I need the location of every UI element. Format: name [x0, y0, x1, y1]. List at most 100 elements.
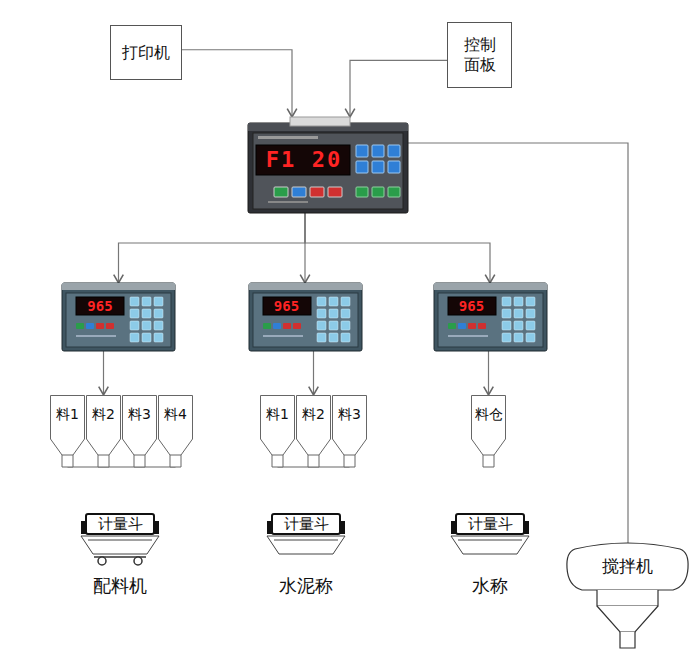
hopper-neck [98, 455, 109, 456]
scale-flange [523, 521, 529, 534]
mixer-body [597, 590, 658, 606]
key-button [388, 145, 400, 157]
key-button [142, 309, 151, 318]
machine-name: 配料机 [93, 575, 147, 596]
label-holder: 水泥称 [256, 574, 356, 598]
text-holder: 料仓 [471, 405, 506, 423]
material-hopper: 料1 [50, 395, 85, 470]
signal-line [119, 213, 306, 283]
key-button [154, 333, 163, 342]
mixer-outlet [620, 632, 635, 648]
display-reading: F1 [266, 147, 297, 172]
machine-name: 水称 [472, 575, 508, 596]
signal-line [350, 60, 447, 117]
key-button [96, 323, 104, 329]
device-box: 打印机 [110, 25, 182, 80]
signal-line [488, 351, 489, 395]
scale-flange [153, 521, 159, 534]
text-holder: 料1 [260, 405, 295, 423]
signal-line [313, 351, 314, 395]
key-button [292, 187, 306, 197]
key-button [142, 297, 151, 306]
node-label: 搅拌机 [602, 556, 653, 576]
text-holder: 料2 [296, 405, 331, 423]
display-reading: 965 [274, 298, 299, 314]
key-button [514, 321, 523, 330]
key-button [328, 187, 342, 197]
node-label: 料1 [56, 406, 79, 422]
text-holder: 料3 [122, 405, 157, 423]
maker-strip [263, 335, 303, 337]
node-label: 料2 [92, 406, 115, 422]
key-button [458, 323, 466, 329]
key-button [514, 309, 523, 318]
hopper-neck [272, 455, 283, 456]
key-button [478, 323, 486, 329]
key-button [317, 309, 326, 318]
material-hopper: 料2 [86, 395, 121, 470]
hopper-outline [159, 396, 193, 468]
key-button [526, 297, 535, 306]
material-hopper: 料4 [158, 395, 193, 470]
display-window [263, 297, 311, 315]
node-label: 计量斗 [98, 515, 143, 533]
signal-line [182, 50, 292, 117]
scale-label-frame [456, 514, 524, 534]
key-button [154, 321, 163, 330]
mixer-drum [567, 543, 688, 590]
outlet-pipe [68, 467, 176, 468]
key-button [310, 187, 324, 197]
scale-bucket [267, 536, 345, 554]
key-button [356, 187, 368, 197]
maker-strip [448, 335, 488, 337]
controller-top [249, 283, 362, 290]
key-button [142, 321, 151, 330]
scale-bucket [81, 536, 159, 554]
controller-body [62, 283, 175, 351]
scale-label-frame [272, 514, 340, 534]
key-button [448, 323, 456, 329]
node-label: 打印机 [122, 43, 170, 63]
text-holder: 控制 面板 [456, 35, 503, 75]
controller-body [249, 283, 362, 351]
label-holder: 配料机 [70, 574, 170, 598]
node-label: 控制 面板 [456, 35, 503, 75]
key-button [526, 309, 535, 318]
device-illustration [62, 283, 175, 351]
signal-line [408, 143, 628, 543]
key-button [317, 297, 326, 306]
key-button [154, 297, 163, 306]
key-button [76, 323, 84, 329]
machine-name: 水泥称 [279, 575, 333, 596]
hopper-outline [333, 396, 367, 468]
display-window [256, 145, 350, 175]
controller-top [434, 283, 547, 290]
material-hopper: 料3 [332, 395, 367, 470]
mixer-unit: 搅拌机 [565, 540, 690, 652]
key-button [514, 333, 523, 342]
weighing-controller: 965 [434, 283, 547, 351]
text-holder: 965 [263, 297, 311, 315]
hopper-outline [87, 396, 121, 468]
key-button [130, 333, 139, 342]
display-reading: 965 [459, 298, 484, 314]
scale-flange [339, 521, 345, 534]
label-holder: 水称 [440, 574, 540, 598]
text-holder: 计量斗 [266, 515, 346, 533]
hopper-outline [51, 396, 85, 468]
key-button [468, 323, 476, 329]
key-button [106, 323, 114, 329]
scale-rim [274, 540, 338, 541]
display-window [76, 297, 124, 315]
weigh-hopper: 计量斗 [266, 513, 346, 558]
main-controller: F120 [248, 117, 408, 213]
key-button [502, 309, 511, 318]
key-button [329, 297, 338, 306]
hopper-neck [170, 455, 181, 456]
key-button [526, 321, 535, 330]
key-button [502, 321, 511, 330]
node-label: 计量斗 [284, 515, 329, 533]
text-holder: 料3 [332, 405, 367, 423]
display-reading: 965 [87, 298, 112, 314]
